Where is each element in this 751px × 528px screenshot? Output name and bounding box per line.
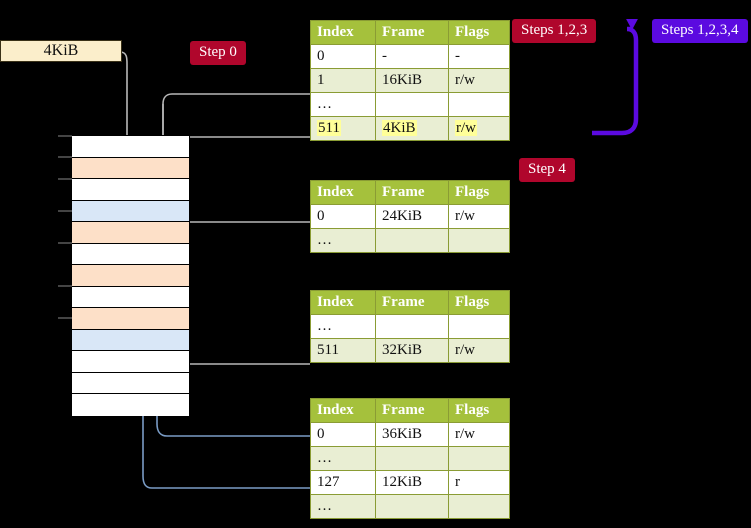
col-header-frame: Frame	[375, 398, 449, 423]
physical-memory-column	[71, 135, 190, 416]
table-header-row: Index Frame Flags	[310, 290, 510, 315]
col-header-flags: Flags	[448, 398, 510, 423]
table-row: 127 12KiB r	[310, 470, 510, 495]
cell-frame: 24KiB	[375, 204, 449, 229]
col-header-flags: Flags	[448, 180, 510, 205]
table-row-highlighted: 511 4KiB r/w	[310, 116, 510, 141]
cell-frame: 12KiB	[375, 470, 449, 495]
memory-frame-row	[72, 308, 189, 330]
cell-flags: r/w	[448, 116, 510, 141]
cell-index: 127	[310, 470, 376, 495]
col-header-frame: Frame	[375, 180, 449, 205]
cell-flags	[448, 314, 510, 339]
cell-frame	[375, 228, 449, 253]
memory-frame-row	[72, 286, 189, 308]
cell-frame	[375, 494, 449, 519]
cell-index: 0	[310, 44, 376, 69]
table-row: …	[310, 92, 510, 117]
table-row: …	[310, 314, 510, 339]
cell-index: 1	[310, 68, 376, 93]
col-header-flags: Flags	[448, 290, 510, 315]
memory-frame-row	[72, 179, 189, 201]
steps-1234-label: Steps 1,2,3,4	[652, 19, 748, 43]
memory-frame-row	[72, 265, 189, 287]
pd-table: Index Frame Flags … 511 32KiB r/w	[310, 290, 510, 363]
memory-frame-row	[72, 394, 189, 416]
table-row: 1 16KiB r/w	[310, 68, 510, 93]
cell-flags: r/w	[448, 338, 510, 363]
table-row: …	[310, 228, 510, 253]
step-0-label: Step 0	[190, 41, 246, 65]
cell-flags: r/w	[448, 68, 510, 93]
table-row: 511 32KiB r/w	[310, 338, 510, 363]
cell-index: …	[310, 314, 376, 339]
table-header-row: Index Frame Flags	[310, 180, 510, 205]
cell-index: 0	[310, 204, 376, 229]
memory-frame-row	[72, 136, 189, 158]
cell-flags	[448, 92, 510, 117]
cell-index: 511	[310, 338, 376, 363]
cell-flags: r	[448, 470, 510, 495]
wire-steps-1234-bracket	[592, 19, 639, 136]
table-row: 0 24KiB r/w	[310, 204, 510, 229]
table-header-row: Index Frame Flags	[310, 20, 510, 45]
memory-frame-row	[72, 243, 189, 265]
pt-table: Index Frame Flags 0 36KiB r/w … 127 12Ki…	[310, 398, 510, 519]
size-label-4kib: 4KiB	[0, 40, 122, 62]
col-header-flags: Flags	[448, 20, 510, 45]
cell-index: 0	[310, 422, 376, 447]
col-header-index: Index	[310, 398, 376, 423]
cell-flags	[448, 228, 510, 253]
cell-index: …	[310, 446, 376, 471]
cell-frame: 32KiB	[375, 338, 449, 363]
memory-frame-row	[72, 351, 189, 373]
cell-frame: 36KiB	[375, 422, 449, 447]
cell-frame: 4KiB	[375, 116, 449, 141]
cell-index: …	[310, 228, 376, 253]
cell-frame-text: 4KiB	[382, 120, 417, 136]
cell-frame	[375, 314, 449, 339]
pdpt-table: Index Frame Flags 0 24KiB r/w …	[310, 180, 510, 253]
table-header-row: Index Frame Flags	[310, 398, 510, 423]
cell-frame: 16KiB	[375, 68, 449, 93]
memory-frame-row	[72, 157, 189, 179]
pml4-table: Index Frame Flags 0 - - 1 16KiB r/w …	[310, 20, 510, 141]
table-row: 0 - -	[310, 44, 510, 69]
col-header-index: Index	[310, 180, 376, 205]
cell-frame: -	[375, 44, 449, 69]
table-row: …	[310, 494, 510, 519]
memory-frame-row	[72, 372, 189, 394]
cell-flags-text: r/w	[455, 120, 477, 136]
cell-frame	[375, 92, 449, 117]
memory-frame-row	[72, 329, 189, 351]
wire-pml4-511-to-memory	[165, 136, 478, 172]
cell-index: …	[310, 494, 376, 519]
memory-frame-row	[72, 222, 189, 244]
cell-flags	[448, 446, 510, 471]
wire-pdpt-0-to-memory	[170, 221, 310, 266]
cell-flags: r/w	[448, 204, 510, 229]
col-header-index: Index	[310, 290, 376, 315]
memory-frame-row	[72, 200, 189, 222]
table-row: …	[310, 446, 510, 471]
step-4-label: Step 4	[519, 158, 575, 182]
cell-flags	[448, 494, 510, 519]
cell-flags: r/w	[448, 422, 510, 447]
table-row: 0 36KiB r/w	[310, 422, 510, 447]
cell-flags: -	[448, 44, 510, 69]
col-header-index: Index	[310, 20, 376, 45]
wire-pd-511-to-memory	[167, 310, 310, 365]
cell-frame	[375, 446, 449, 471]
col-header-frame: Frame	[375, 20, 449, 45]
cell-index-text: 511	[317, 120, 341, 136]
cell-index: 511	[310, 116, 376, 141]
steps-123-label: Steps 1,2,3	[512, 19, 597, 43]
cell-index: …	[310, 92, 376, 117]
col-header-frame: Frame	[375, 290, 449, 315]
